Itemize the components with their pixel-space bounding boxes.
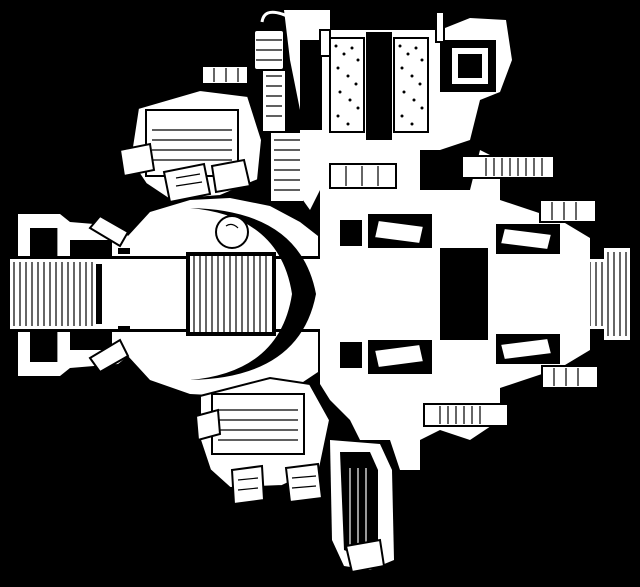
lower-hub-bolt <box>541 365 599 389</box>
upper-inner-nut <box>329 163 397 189</box>
sensor-plug <box>201 10 305 203</box>
brake-pads <box>319 11 445 140</box>
outer-bearing-roller-lower <box>498 336 554 362</box>
upper-brake-caliper <box>118 88 264 204</box>
inner-bearing-roller-lower <box>372 342 426 370</box>
lower-caliper-bolt-right <box>284 462 324 504</box>
upper-wheel-stud <box>461 155 555 179</box>
wheel-studs <box>329 155 599 427</box>
center-joint <box>190 208 316 380</box>
outer-bearing-roller-upper <box>498 226 554 252</box>
inner-bearing-roller-upper <box>372 218 426 246</box>
lower-wheel-stud <box>423 403 509 427</box>
housing-brackets <box>88 214 130 374</box>
lower-brake-caliper <box>194 376 332 506</box>
upper-hub-bolt <box>539 199 597 223</box>
lower-caliper-bolt-left <box>230 464 266 506</box>
wheel-hub <box>320 150 590 470</box>
shaft-left-splines <box>13 262 93 326</box>
ball-bearing <box>215 215 249 249</box>
shaft-center-splines <box>186 252 276 336</box>
lower-shield <box>330 440 394 574</box>
pad-friction-texture <box>334 44 424 126</box>
